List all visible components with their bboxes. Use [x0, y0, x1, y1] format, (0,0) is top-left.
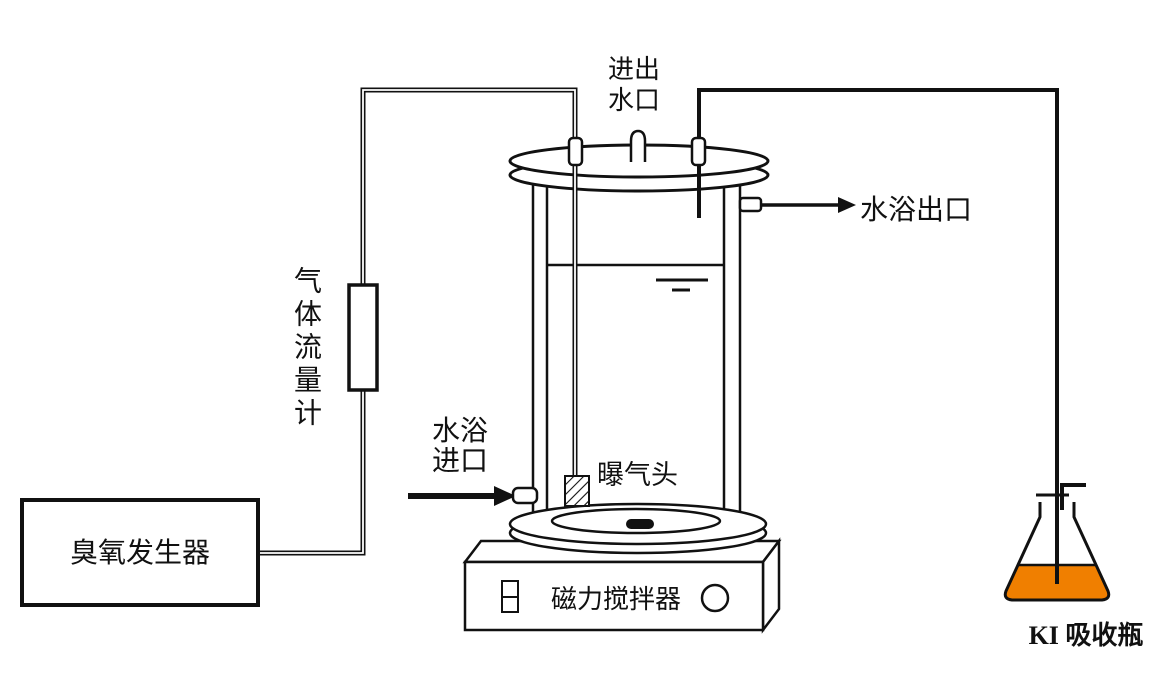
gas-flow-meter [347, 283, 379, 392]
stirrer-knob-icon [700, 583, 730, 613]
lid-fitting-right [690, 136, 707, 167]
ozone-gas-line [258, 87, 578, 556]
lid-fittings [567, 129, 707, 167]
bath-inlet-arrowhead-icon [494, 486, 516, 506]
label-bath-inlet: 水浴 进口 [431, 415, 488, 476]
ozone-generator-box [20, 498, 260, 607]
reactor-base [508, 502, 768, 555]
label-ki-bottle: KI 吸收瓶 [1028, 621, 1144, 650]
label-bath-outlet: 水浴出口 [860, 194, 973, 225]
bath-inlet-fitting [511, 486, 539, 505]
bath-outlet-fitting [738, 196, 763, 213]
stir-bar-icon [626, 519, 654, 529]
bath-outlet [738, 196, 856, 213]
gas-pipe-core [258, 89, 576, 554]
label-diffuser: 曝气头 [597, 460, 678, 490]
label-magnetic-stirrer: 磁力搅拌器 [551, 584, 682, 614]
bath-outlet-arrowhead-icon [838, 197, 856, 213]
label-ozone-generator: 臭氧发生器 [69, 537, 210, 568]
reactor-walls [531, 178, 742, 526]
flask-elbow-tube [1060, 483, 1086, 510]
label-gas-flow-meter: 气体流量计 [291, 266, 322, 431]
flask-outline [1003, 502, 1111, 602]
bath-inlet [408, 486, 539, 506]
lid-fitting-left [567, 136, 584, 167]
label-inout-water-port: 进出 水口 [607, 54, 660, 115]
magnetic-stirrer [462, 537, 782, 634]
center-port-tube [629, 129, 647, 162]
diffuser-icon [564, 475, 590, 507]
